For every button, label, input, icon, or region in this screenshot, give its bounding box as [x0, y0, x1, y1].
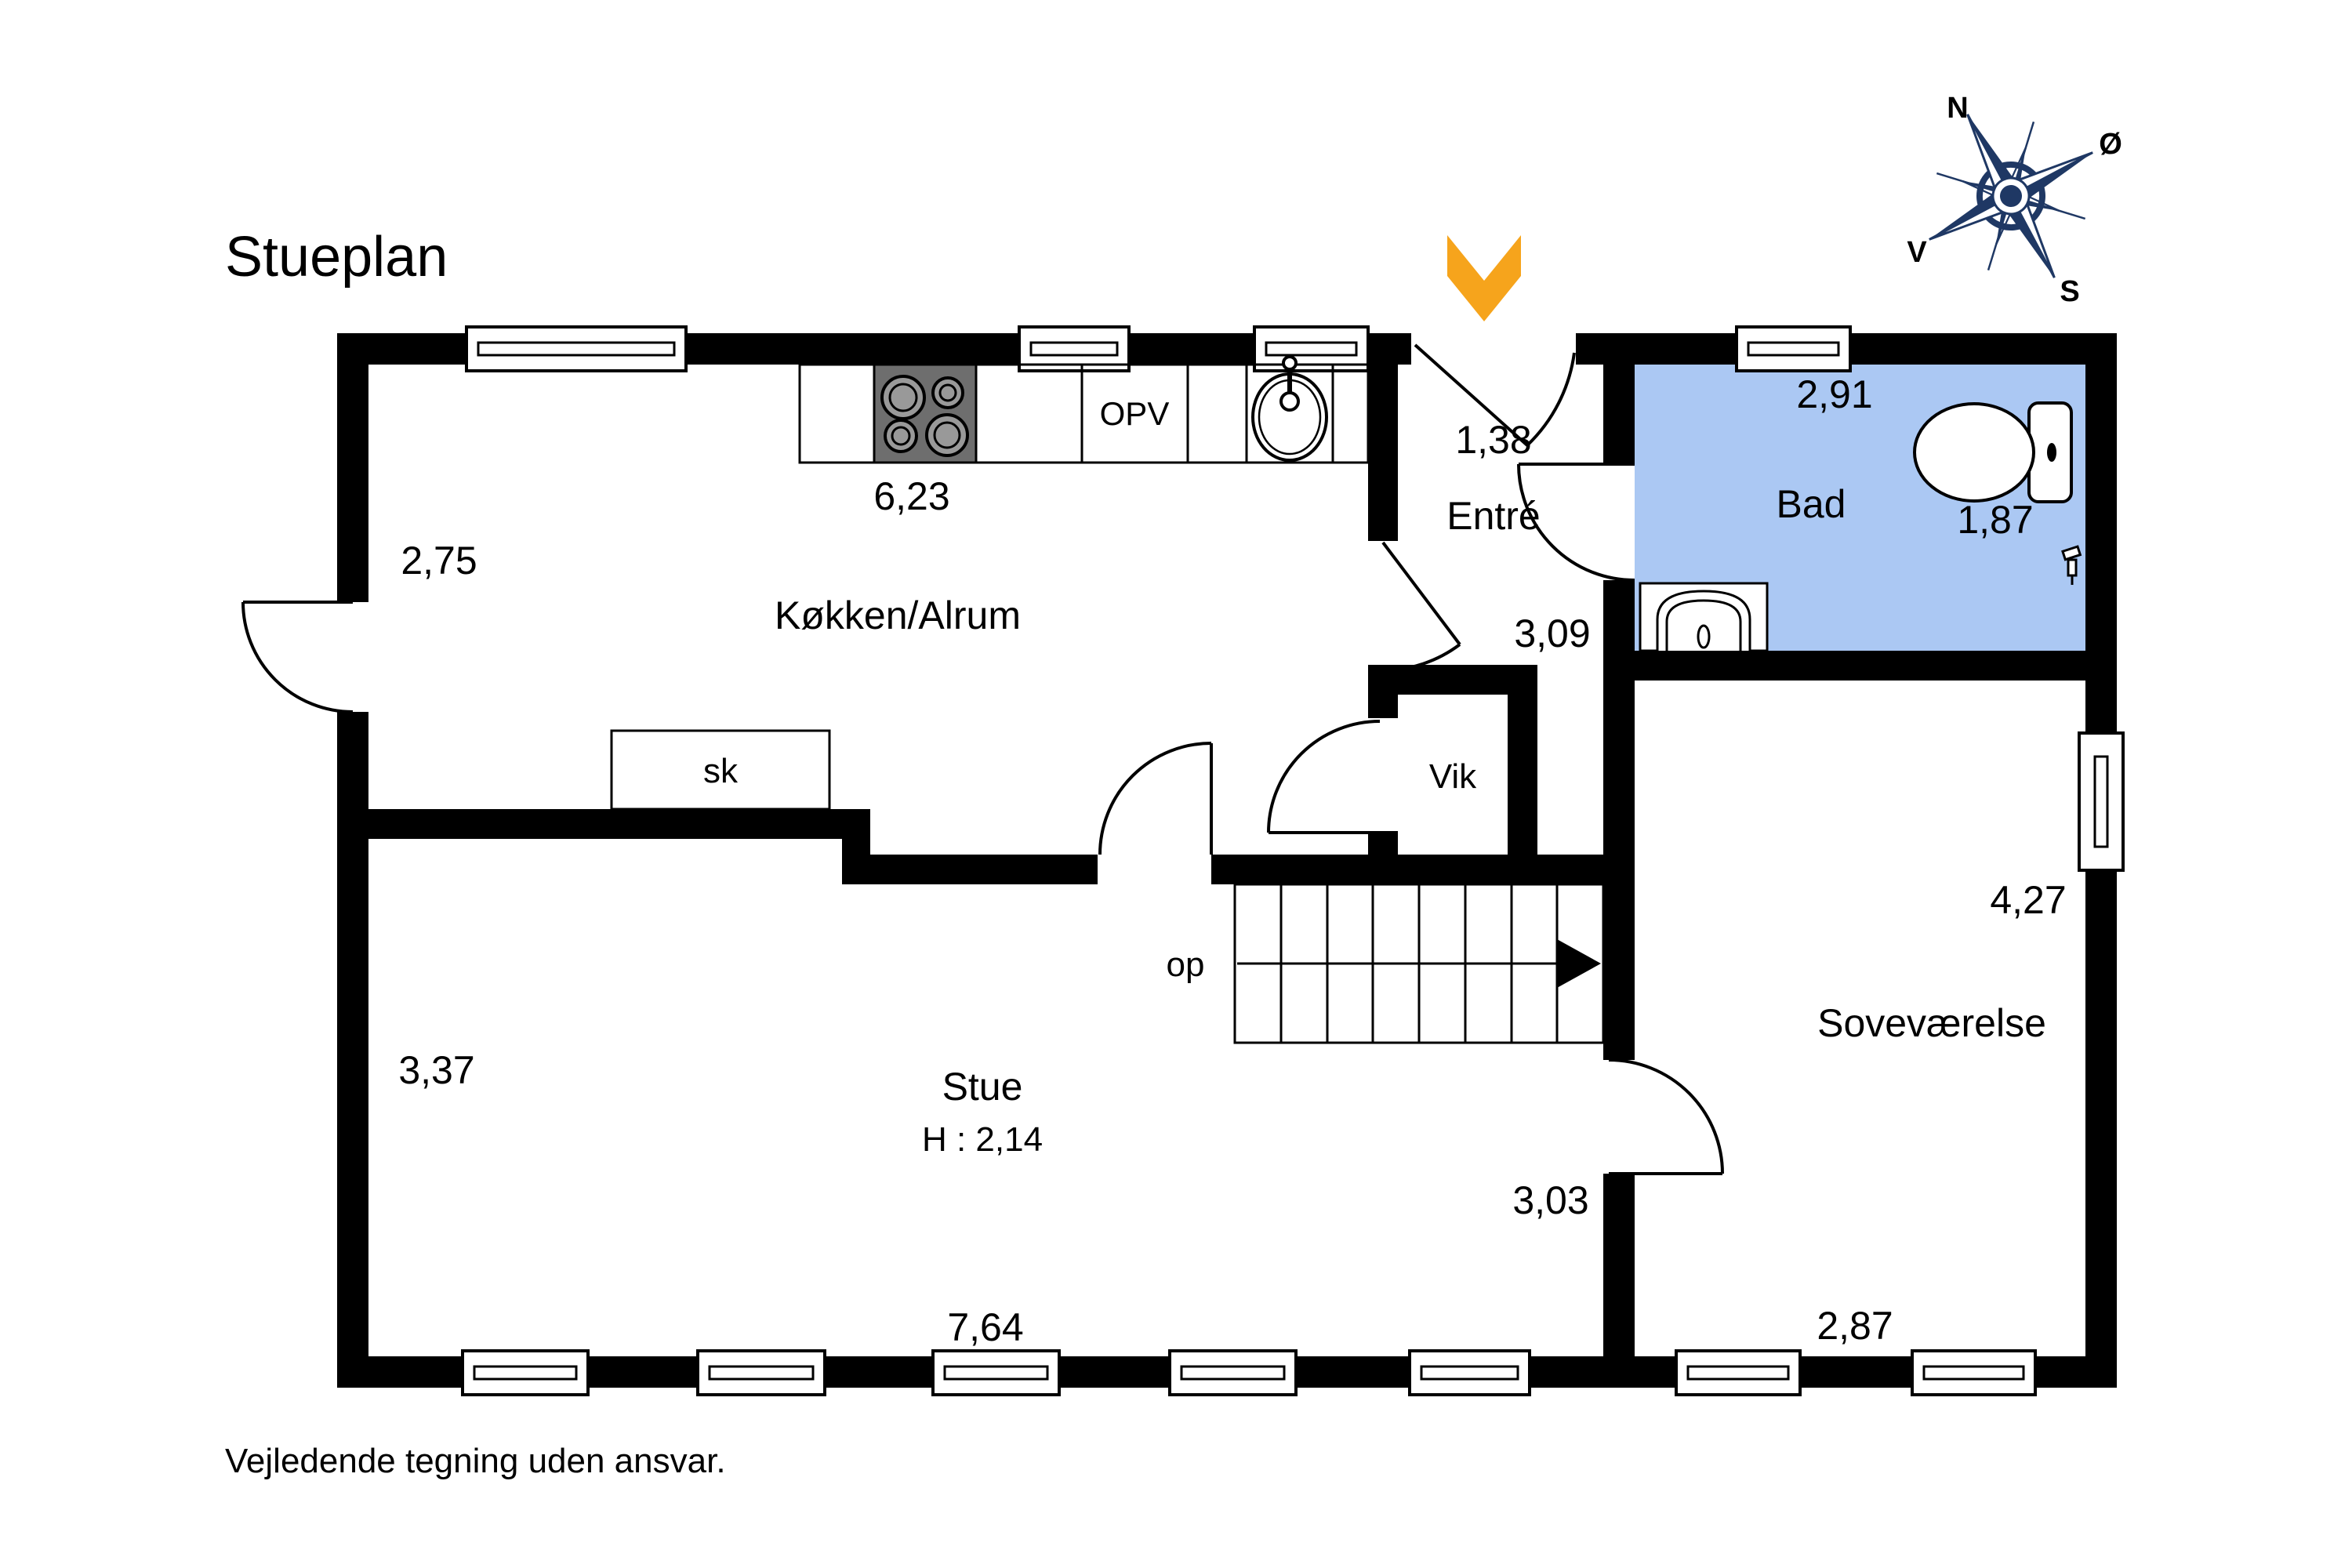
bedroom-room-label: Soveværelse: [1817, 1001, 2046, 1045]
bathroom-sink-icon: [1639, 582, 1769, 652]
vik-door: [1267, 720, 1381, 834]
stue-depth-dim: 3,37: [398, 1048, 474, 1092]
kitchen-width-dim: 6,23: [873, 474, 949, 518]
entre-room-label: Entré: [1446, 494, 1541, 538]
window: [696, 1349, 826, 1396]
kitchen-counter: OPV: [798, 355, 1370, 464]
window: [1408, 1349, 1531, 1396]
compass-north-label: N: [1947, 92, 1968, 125]
doors: [241, 343, 1724, 1175]
entre-kitchen-door: [1381, 541, 1461, 672]
window: [1675, 1349, 1802, 1396]
bedroom-depth-dim: 4,27: [1990, 878, 2066, 922]
bathroom-fixtures: [1639, 401, 2082, 652]
compass-east-label: Ø: [2099, 128, 2122, 161]
window: [2078, 731, 2125, 872]
entrance-door: [1414, 343, 1576, 447]
dishwasher-label: OPV: [1100, 395, 1170, 432]
entrance-opening: [1411, 332, 1576, 366]
entre-width-dim: 1,38: [1455, 418, 1531, 462]
bedroom-door: [1608, 1058, 1724, 1175]
window: [931, 1349, 1061, 1396]
window: [465, 325, 688, 372]
stove-icon: [873, 363, 978, 464]
bathroom-door: [1517, 463, 1635, 582]
shower-valve-icon: [2061, 545, 2082, 585]
wall-openings: [336, 332, 1576, 712]
page-title: Stueplan: [225, 226, 448, 289]
bad-room-label: Bad: [1777, 482, 1846, 526]
disclaimer-text: Vejledende tegning uden ansvar.: [225, 1442, 726, 1480]
kitchen-door-dim: 2,75: [401, 539, 477, 583]
staircase: [1233, 883, 1605, 1044]
window: [1168, 1349, 1298, 1396]
bedroom-width-dim: 2,87: [1817, 1304, 1893, 1348]
kitchen-sink-icon: [1251, 355, 1328, 462]
window: [1735, 325, 1852, 372]
window: [1911, 1349, 2037, 1396]
stairs-label: op: [1167, 946, 1205, 984]
stue-height-label: H : 2,14: [922, 1120, 1043, 1159]
side-door-opening: [336, 602, 370, 712]
compass-west-label: V: [1907, 236, 1927, 269]
vik-room-label: Vik: [1429, 757, 1477, 796]
kitchen-room-label: Køkken/Alrum: [775, 593, 1021, 637]
kitchen-stue-door: [1098, 742, 1213, 855]
bedroom-door-dim: 3,03: [1512, 1178, 1588, 1222]
stue-width-dim: 7,64: [947, 1305, 1023, 1349]
entre-depth-dim: 3,09: [1514, 612, 1590, 655]
compass-south-label: S: [2060, 275, 2079, 308]
windows: [461, 325, 2125, 1396]
window: [461, 1349, 590, 1396]
bad-width-dim: 2,91: [1796, 372, 1872, 416]
stue-room-label: Stue: [942, 1065, 1023, 1109]
toilet-icon: [1913, 401, 2073, 503]
room-labels: 6,23 Køkken/Alrum 2,75 1,38 Entré 3,09 2…: [398, 372, 2066, 1349]
kitchen-exterior-door: [241, 601, 354, 713]
compass-rose: N Ø V S: [1907, 92, 2122, 308]
closet-label: sk: [703, 752, 739, 790]
bad-depth-dim: 1,87: [1957, 498, 2033, 542]
entrance-arrow-icon: [1447, 235, 1521, 321]
stairs-arrowhead-icon: [1557, 939, 1601, 988]
closet-sk: sk: [610, 729, 831, 811]
